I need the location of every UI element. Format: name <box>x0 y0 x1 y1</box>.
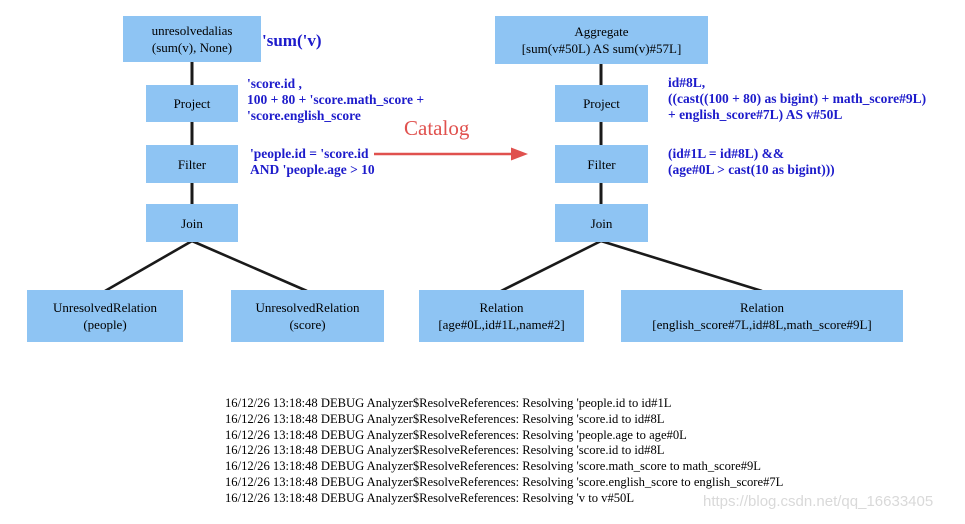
left-leaf-score-line1: UnresolvedRelation <box>255 300 360 315</box>
left-leaf-people-node: UnresolvedRelation (people) <box>27 290 183 342</box>
right-project-node: Project <box>555 85 648 122</box>
log-line: 16/12/26 13:18:48 DEBUG Analyzer$Resolve… <box>225 427 687 442</box>
left-project-annotation-line2: 100 + 80 + 'score.math_score + <box>247 92 425 107</box>
left-root-line2: (sum(v), None) <box>151 40 233 55</box>
left-leaf-score-node: UnresolvedRelation (score) <box>231 290 384 342</box>
log-line: 16/12/26 13:18:48 DEBUG Analyzer$Resolve… <box>225 474 784 489</box>
left-root-annotation: 'sum('v) <box>262 31 322 50</box>
log-line: 16/12/26 13:18:48 DEBUG Analyzer$Resolve… <box>225 443 665 458</box>
left-project-annotation-line1: 'score.id , <box>247 76 302 91</box>
right-project-annotation-line1: id#8L, <box>668 75 706 90</box>
watermark: https://blog.csdn.net/qq_16633405 <box>703 493 934 510</box>
right-leaf-relation2-line1: Relation <box>739 300 785 315</box>
right-project-annotation: id#8L, ((cast((100 + 80) as bigint) + ma… <box>668 75 926 123</box>
left-edge-join-score <box>191 239 308 293</box>
right-leaf-relation2-node: Relation [english_score#7L,id#8L,math_sc… <box>621 290 903 342</box>
right-root-line2: [sum(v#50L) AS sum(v)#57L] <box>521 41 682 56</box>
left-project-node: Project <box>146 85 238 122</box>
right-edge-join-relation1 <box>500 239 602 293</box>
right-project-annotation-line3: + english_score#7L) AS v#50L <box>668 107 843 122</box>
left-project-annotation: 'score.id , 100 + 80 + 'score.math_score… <box>247 76 424 124</box>
left-project-annotation-line3: 'score.english_score <box>247 108 361 123</box>
left-root-line1: unresolvedalias <box>151 23 233 38</box>
log-line: 16/12/26 13:18:48 DEBUG Analyzer$Resolve… <box>225 490 635 505</box>
log-line: 16/12/26 13:18:48 DEBUG Analyzer$Resolve… <box>225 459 761 474</box>
left-edge-join-people <box>104 239 193 293</box>
right-project-annotation-line2: ((cast((100 + 80) as bigint) + math_scor… <box>668 91 927 106</box>
left-leaf-people-line1: UnresolvedRelation <box>53 300 157 315</box>
left-leaf-score-line2: (score) <box>289 317 326 332</box>
left-filter-annotation-line2: AND 'people.age > 10 <box>250 162 375 177</box>
right-leaf-relation1-line2: [age#0L,id#1L,name#2] <box>438 317 565 332</box>
right-edge-join-relation2 <box>600 239 763 293</box>
left-root-node: unresolvedalias (sum(v), None) <box>123 16 261 62</box>
catalog-arrow-head <box>511 147 528 161</box>
left-filter-node: Filter <box>146 145 238 183</box>
right-leaf-relation1-line1: Relation <box>479 300 524 315</box>
right-filter-annotation: (id#1L = id#8L) && (age#0L > cast(10 as … <box>668 146 835 178</box>
log-line: 16/12/26 13:18:48 DEBUG Analyzer$Resolve… <box>225 396 672 410</box>
right-leaf-relation2-line2: [english_score#7L,id#8L,math_score#9L] <box>652 317 872 332</box>
right-root-line1: Aggregate <box>574 24 629 39</box>
left-leaf-people-line2: (people) <box>83 317 127 332</box>
right-filter-annotation-line1: (id#1L = id#8L) && <box>668 146 785 161</box>
catalog-label: Catalog <box>404 116 470 140</box>
left-join-node: Join <box>146 204 238 242</box>
debug-log: 16/12/26 13:18:48 DEBUG Analyzer$Resolve… <box>225 396 783 507</box>
right-leaf-relation1-node: Relation [age#0L,id#1L,name#2] <box>419 290 584 342</box>
right-filter-node: Filter <box>555 145 648 183</box>
log-line: 16/12/26 13:18:48 DEBUG Analyzer$Resolve… <box>225 411 665 426</box>
left-filter-annotation-line1: 'people.id = 'score.id <box>250 146 369 161</box>
left-filter-annotation: 'people.id = 'score.id AND 'people.age >… <box>250 146 375 178</box>
right-filter-annotation-line2: (age#0L > cast(10 as bigint))) <box>668 162 835 177</box>
right-join-node: Join <box>555 204 648 242</box>
right-root-node: Aggregate [sum(v#50L) AS sum(v)#57L] <box>495 16 708 64</box>
